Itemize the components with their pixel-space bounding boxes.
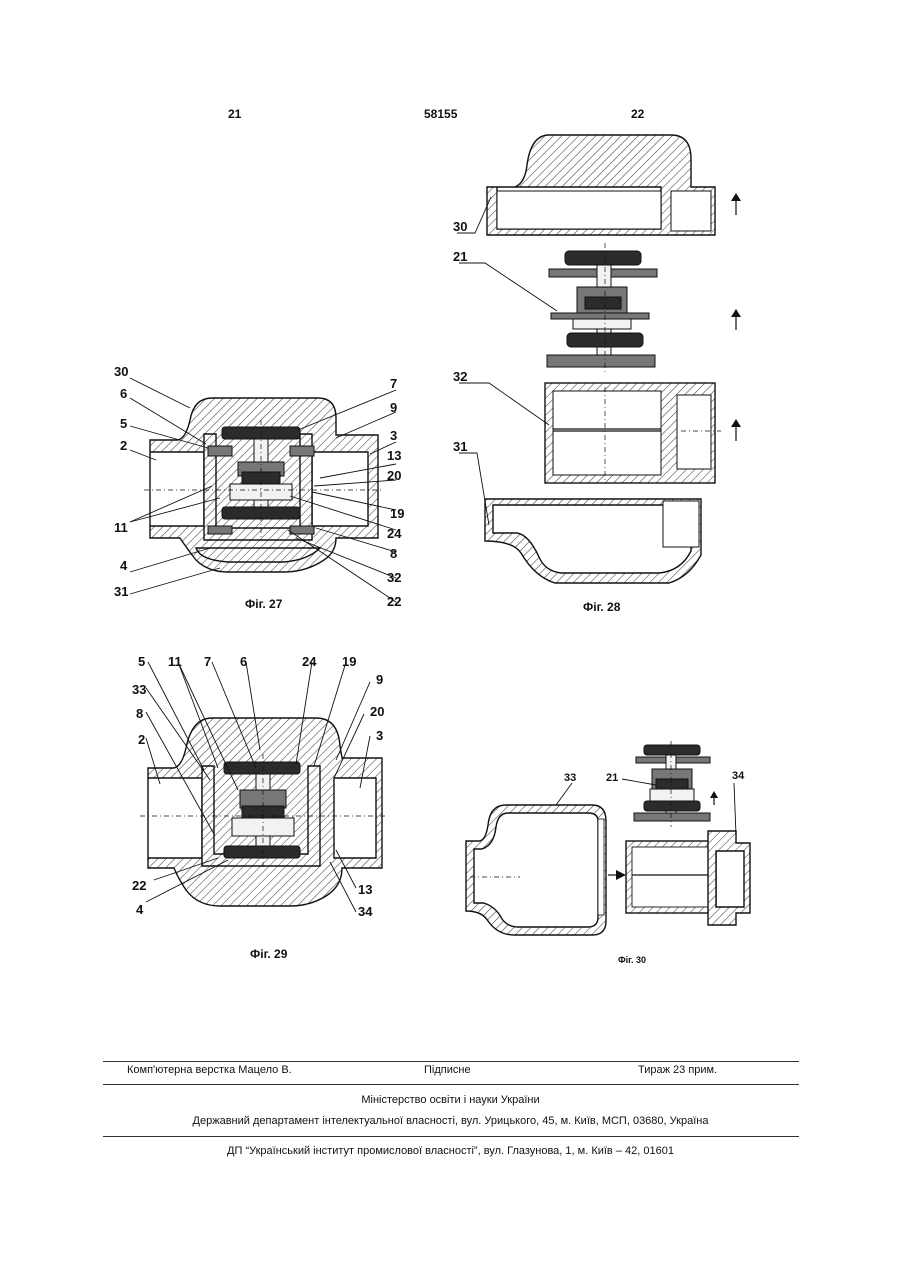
fig27-label-32: 32 bbox=[387, 570, 401, 585]
fig27-label-8: 8 bbox=[390, 546, 397, 561]
fig27-label-3: 3 bbox=[390, 428, 397, 443]
fig29-label-4: 4 bbox=[136, 902, 144, 917]
footer-rule-bottom bbox=[103, 1136, 799, 1137]
figure-28: 30 21 32 31 Фіг. 28 bbox=[445, 125, 765, 620]
fig28-caption: Фіг. 28 bbox=[583, 600, 621, 614]
figure-29-drawing: 5 11 7 6 24 19 33 9 8 20 2 3 22 4 13 34 … bbox=[120, 650, 410, 970]
figure-30-drawing: 33 21 34 Фіг. 30 bbox=[460, 735, 760, 970]
fig28-label-21: 21 bbox=[453, 249, 467, 264]
fig29-label-11: 11 bbox=[168, 654, 182, 669]
patent-number: 58155 bbox=[424, 107, 457, 121]
fig27-label-13: 13 bbox=[387, 448, 401, 463]
footer-institute: ДП “Український інститут промислової вла… bbox=[0, 1145, 901, 1157]
fig27-label-22: 22 bbox=[387, 594, 401, 609]
fig27-label-24: 24 bbox=[387, 526, 402, 541]
footer-signed: Підписне bbox=[424, 1064, 471, 1076]
footer-rule-middle bbox=[103, 1084, 799, 1085]
fig29-label-2: 2 bbox=[138, 732, 145, 747]
page-number-left: 21 bbox=[228, 107, 241, 121]
footer-department: Державний департамент інтелектуальної вл… bbox=[0, 1115, 901, 1127]
fig27-label-19: 19 bbox=[390, 506, 404, 521]
upper-disc-29 bbox=[224, 762, 300, 774]
fig29-label-13: 13 bbox=[358, 882, 372, 897]
footer-circulation: Тираж 23 прим. bbox=[638, 1064, 717, 1076]
fig30-label-21: 21 bbox=[606, 772, 618, 784]
figure-29: 5 11 7 6 24 19 33 9 8 20 2 3 22 4 13 34 … bbox=[120, 650, 410, 970]
fig27-label-7: 7 bbox=[390, 376, 397, 391]
fig29-label-34: 34 bbox=[358, 904, 373, 919]
fig27-label-9: 9 bbox=[390, 400, 397, 415]
fig27-label-2: 2 bbox=[120, 438, 127, 453]
fig29-label-22: 22 bbox=[132, 878, 146, 893]
fig28-label-31: 31 bbox=[453, 439, 467, 454]
fig30-label-34: 34 bbox=[732, 770, 745, 782]
fig27-label-20: 20 bbox=[387, 468, 401, 483]
fig29-label-8: 8 bbox=[136, 706, 143, 721]
fig29-label-24: 24 bbox=[302, 654, 317, 669]
fig27-label-4: 4 bbox=[120, 558, 128, 573]
fig27-label-6: 6 bbox=[120, 386, 127, 401]
fig29-label-20: 20 bbox=[370, 704, 384, 719]
footer-ministry: Міністерство освіти і науки України bbox=[0, 1094, 901, 1106]
footer-rule-top bbox=[103, 1061, 799, 1062]
fig29-label-5: 5 bbox=[138, 654, 145, 669]
figure-27-drawing: 30 6 5 2 11 4 31 7 9 3 13 20 19 24 8 32 … bbox=[100, 360, 420, 620]
fig29-label-33: 33 bbox=[132, 682, 146, 697]
fig29-label-9: 9 bbox=[376, 672, 383, 687]
part-34 bbox=[708, 831, 750, 925]
figure-28-drawing: 30 21 32 31 Фіг. 28 bbox=[445, 125, 765, 620]
part-33 bbox=[466, 805, 606, 935]
fig29-label-7: 7 bbox=[204, 654, 211, 669]
fig29-label-19: 19 bbox=[342, 654, 356, 669]
page-number-right: 22 bbox=[631, 107, 644, 121]
fig27-label-11: 11 bbox=[114, 520, 128, 535]
figure-27: 30 6 5 2 11 4 31 7 9 3 13 20 19 24 8 32 … bbox=[100, 360, 420, 620]
fig30-label-33: 33 bbox=[564, 772, 576, 784]
fig27-label-5: 5 bbox=[120, 416, 127, 431]
fig30-caption: Фіг. 30 bbox=[618, 955, 646, 965]
fig29-caption: Фіг. 29 bbox=[250, 947, 288, 961]
fig28-label-30: 30 bbox=[453, 219, 467, 234]
fig28-label-32: 32 bbox=[453, 369, 467, 384]
fig27-label-31: 31 bbox=[114, 584, 128, 599]
footer-typesetting: Комп'ютерна верстка Мацело В. bbox=[127, 1064, 292, 1076]
fig29-label-6: 6 bbox=[240, 654, 247, 669]
fig29-label-3: 3 bbox=[376, 728, 383, 743]
figure-30: 33 21 34 Фіг. 30 bbox=[460, 735, 760, 970]
lower-disc-29 bbox=[224, 846, 300, 858]
fig27-caption: Фіг. 27 bbox=[245, 597, 283, 611]
fig27-label-30: 30 bbox=[114, 364, 128, 379]
